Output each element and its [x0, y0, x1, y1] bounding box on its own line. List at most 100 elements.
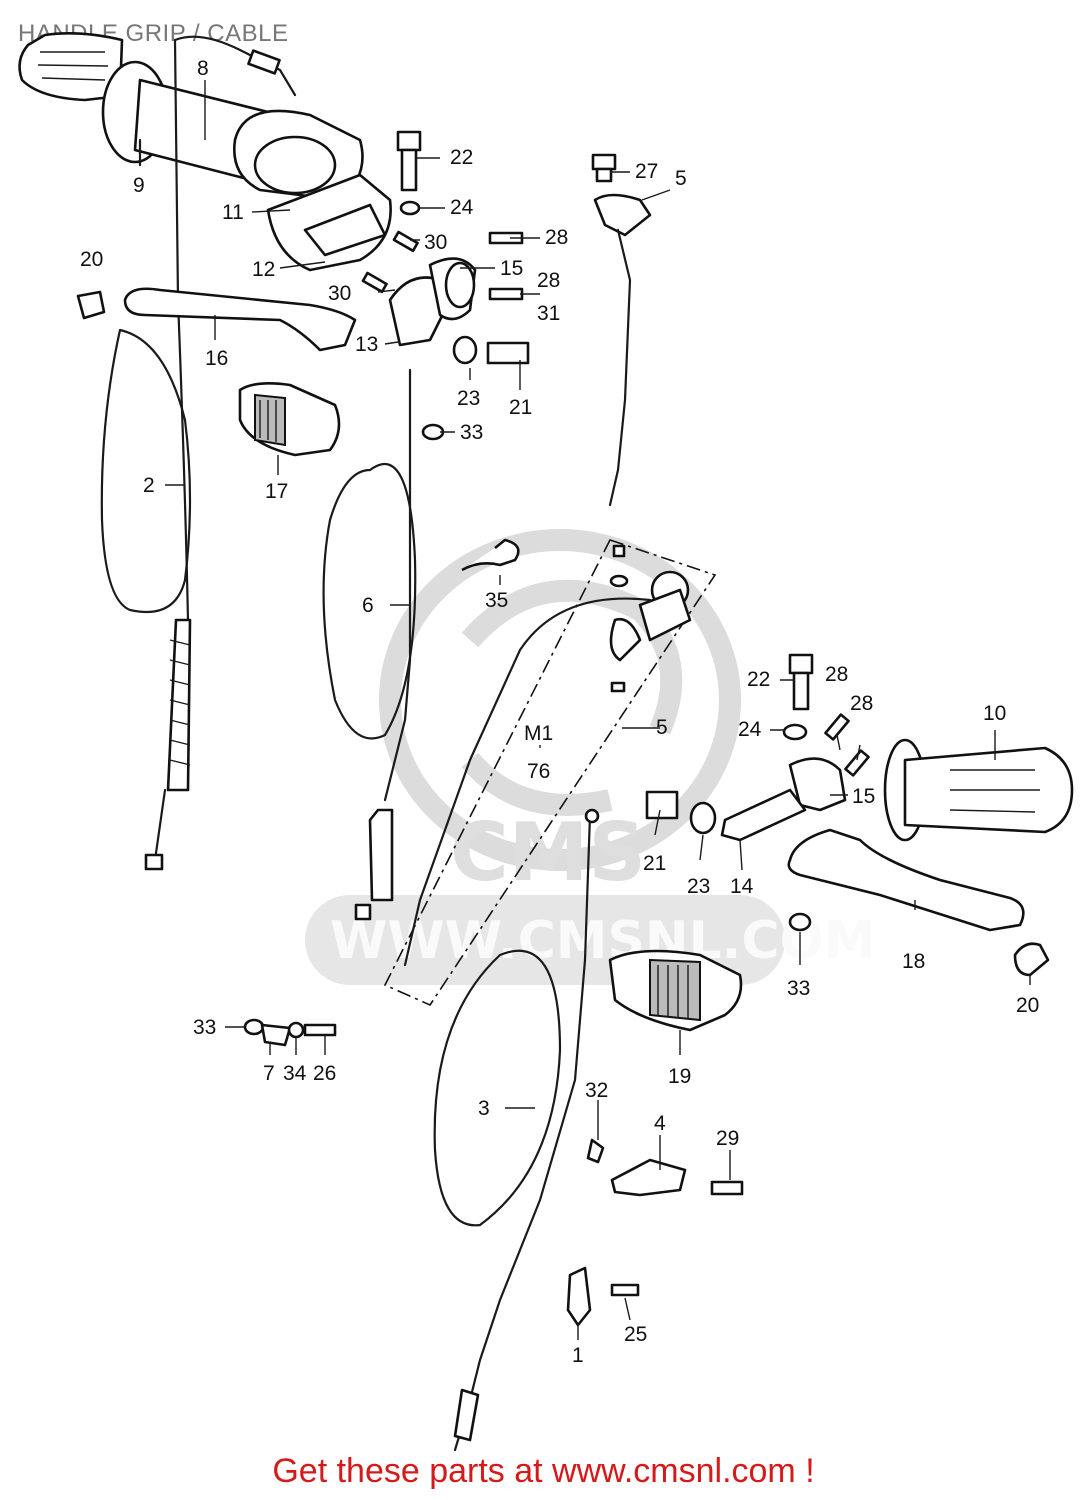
switch-housing-19 [608, 949, 743, 1032]
callout-3: 3 [478, 1097, 490, 1120]
callout-labels: 8 9 22 24 27 5 11 30 28 20 12 15 28 31 3… [80, 57, 1039, 1367]
lever-holder-14 [720, 757, 847, 842]
bolt-22-right [788, 653, 814, 711]
bolt-group-7-34-26 [243, 1018, 337, 1047]
callout-24: 24 [450, 196, 474, 219]
callout-1: 1 [572, 1344, 584, 1367]
callout-10: 10 [983, 702, 1006, 725]
callout-14: 14 [730, 875, 754, 898]
callout-2: 2 [143, 474, 155, 497]
callout-28: 28 [537, 269, 560, 292]
kit-5-boundary [383, 539, 717, 1007]
switch-5-wire-top [608, 228, 632, 507]
callout-30: 30 [328, 282, 351, 305]
callout-31: 31 [537, 302, 560, 325]
nut-32 [586, 1138, 605, 1164]
watermark-url-text: WWW.CMSNL.COM [330, 911, 875, 971]
cable-guide-4 [610, 1158, 687, 1197]
callout-32: 32 [585, 1079, 608, 1102]
switch-5-lower [609, 544, 692, 693]
callout-17: 17 [265, 480, 288, 503]
nut-33-right [788, 912, 812, 932]
callout-35: 35 [485, 589, 508, 612]
cable-2 [173, 38, 190, 622]
lever-end-20-right [1013, 942, 1050, 977]
callout-27: 27 [635, 160, 658, 183]
washer-24-top [399, 200, 421, 216]
callout-16: 16 [205, 347, 228, 370]
screw-30-b [361, 271, 388, 294]
leader-lines [139, 80, 1031, 1340]
bolt-22-top [396, 130, 422, 192]
clutch-lever-16 [123, 287, 357, 352]
throttle-housing-upper [233, 109, 364, 202]
callout-25: 25 [624, 1323, 647, 1346]
screw-30-a [392, 230, 419, 253]
callout-33: 33 [460, 421, 483, 444]
bolt-25 [610, 1283, 640, 1297]
callout-23: 23 [687, 875, 710, 898]
nut-23-top [452, 335, 478, 365]
cms-watermark: CMS WWW.CMSNL.COM [305, 529, 875, 985]
callout-7: 7 [263, 1062, 275, 1085]
callout-20: 20 [1016, 994, 1039, 1017]
callout-20: 20 [80, 248, 103, 271]
callout-15: 15 [852, 785, 875, 808]
callout-19: 19 [668, 1065, 691, 1088]
cable-6 [383, 368, 412, 802]
callout-11: 11 [222, 201, 244, 224]
washer-24-right [782, 723, 808, 741]
switch-5-top [593, 193, 652, 237]
brake-lever-18 [787, 828, 1025, 932]
nut-23-right [689, 801, 717, 835]
callout-22: 22 [450, 146, 473, 169]
bolt-29 [710, 1180, 744, 1196]
screw-28-d [844, 749, 870, 777]
callout-15: 15 [500, 257, 523, 280]
clamp-1 [566, 1266, 592, 1327]
callout-5: 5 [656, 716, 668, 739]
callout-13: 13 [355, 333, 378, 356]
callout-12: 12 [252, 258, 275, 281]
screw-28-b [488, 287, 524, 301]
callout-76: 76 [527, 760, 550, 783]
callout-22: 22 [747, 668, 770, 691]
bolt-27 [591, 153, 617, 183]
callout-8: 8 [197, 57, 209, 80]
callout-21: 21 [643, 852, 666, 875]
callout-28: 28 [825, 663, 848, 686]
callout-5: 5 [675, 167, 687, 190]
callout-30: 30 [424, 231, 447, 254]
clamp-35 [461, 538, 520, 572]
adjuster-21-top [486, 341, 530, 365]
callout-4: 4 [654, 1112, 666, 1135]
callout-29: 29 [716, 1127, 739, 1150]
footer-link-text[interactable]: Get these parts at www.cmsnl.com ! [272, 1452, 815, 1490]
throttle-cable-top [173, 35, 297, 97]
callout-23: 23 [457, 387, 480, 410]
lever-holder-13 [388, 257, 477, 347]
right-grip-10 [883, 738, 1074, 842]
callout-18: 18 [902, 950, 925, 973]
callout-34: 34 [283, 1062, 307, 1085]
adjuster-21-right [645, 790, 679, 820]
callout-M1: M1 [524, 722, 553, 745]
lever-end-20-left [76, 290, 106, 320]
callout-26: 26 [313, 1062, 336, 1085]
switch-housing-17 [238, 382, 341, 457]
callout-6: 6 [362, 594, 374, 617]
switch-5-wire-lower [403, 597, 652, 967]
callout-33: 33 [787, 977, 810, 1000]
watermark-logo-text: CMS [450, 806, 646, 899]
callout-9: 9 [133, 174, 145, 197]
callout-33: 33 [193, 1016, 216, 1039]
throttle-housing-lower [266, 173, 392, 272]
cable-6-end [354, 903, 372, 921]
callout-21: 21 [509, 396, 532, 419]
callout-28: 28 [545, 226, 568, 249]
callout-24: 24 [738, 718, 762, 741]
callout-28: 28 [850, 692, 873, 715]
screw-28-c [824, 713, 850, 741]
